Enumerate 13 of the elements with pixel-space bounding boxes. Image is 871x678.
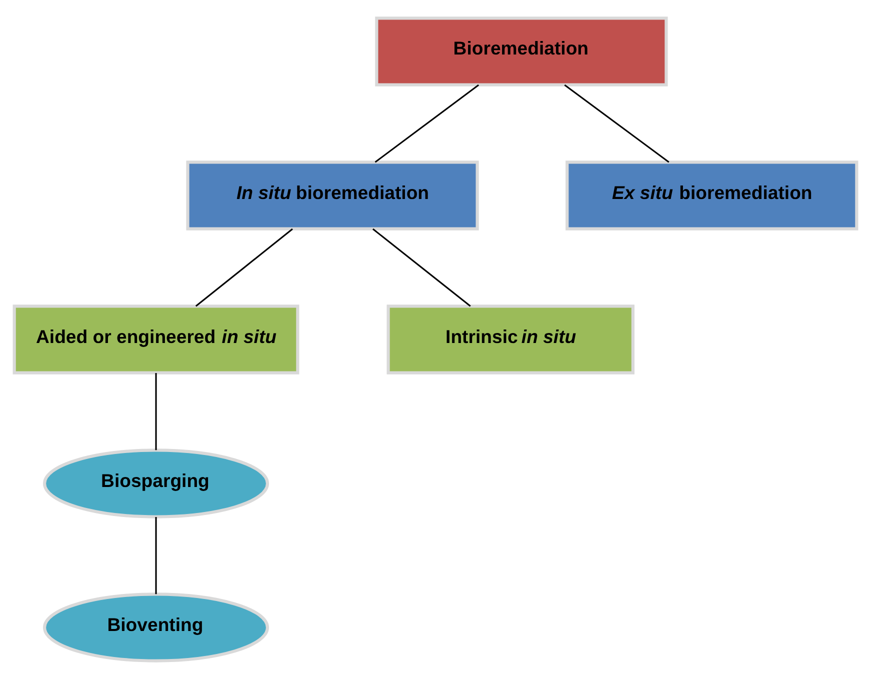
node-box: Intrinsic in situ: [386, 304, 634, 374]
node-box: Bioremediation: [375, 16, 668, 86]
connector: [372, 228, 471, 306]
connector: [155, 516, 157, 594]
node-box: Ex situ bioremediation: [566, 160, 858, 230]
node-box: Aided or engineered in situ: [12, 304, 300, 374]
node-ellipse: Biosparging: [42, 448, 270, 518]
node-box: In situ bioremediation: [186, 160, 479, 230]
connector: [155, 372, 157, 450]
connector: [374, 84, 480, 162]
connector: [564, 84, 670, 162]
connector: [195, 228, 293, 306]
node-ellipse: Bioventing: [42, 592, 270, 662]
